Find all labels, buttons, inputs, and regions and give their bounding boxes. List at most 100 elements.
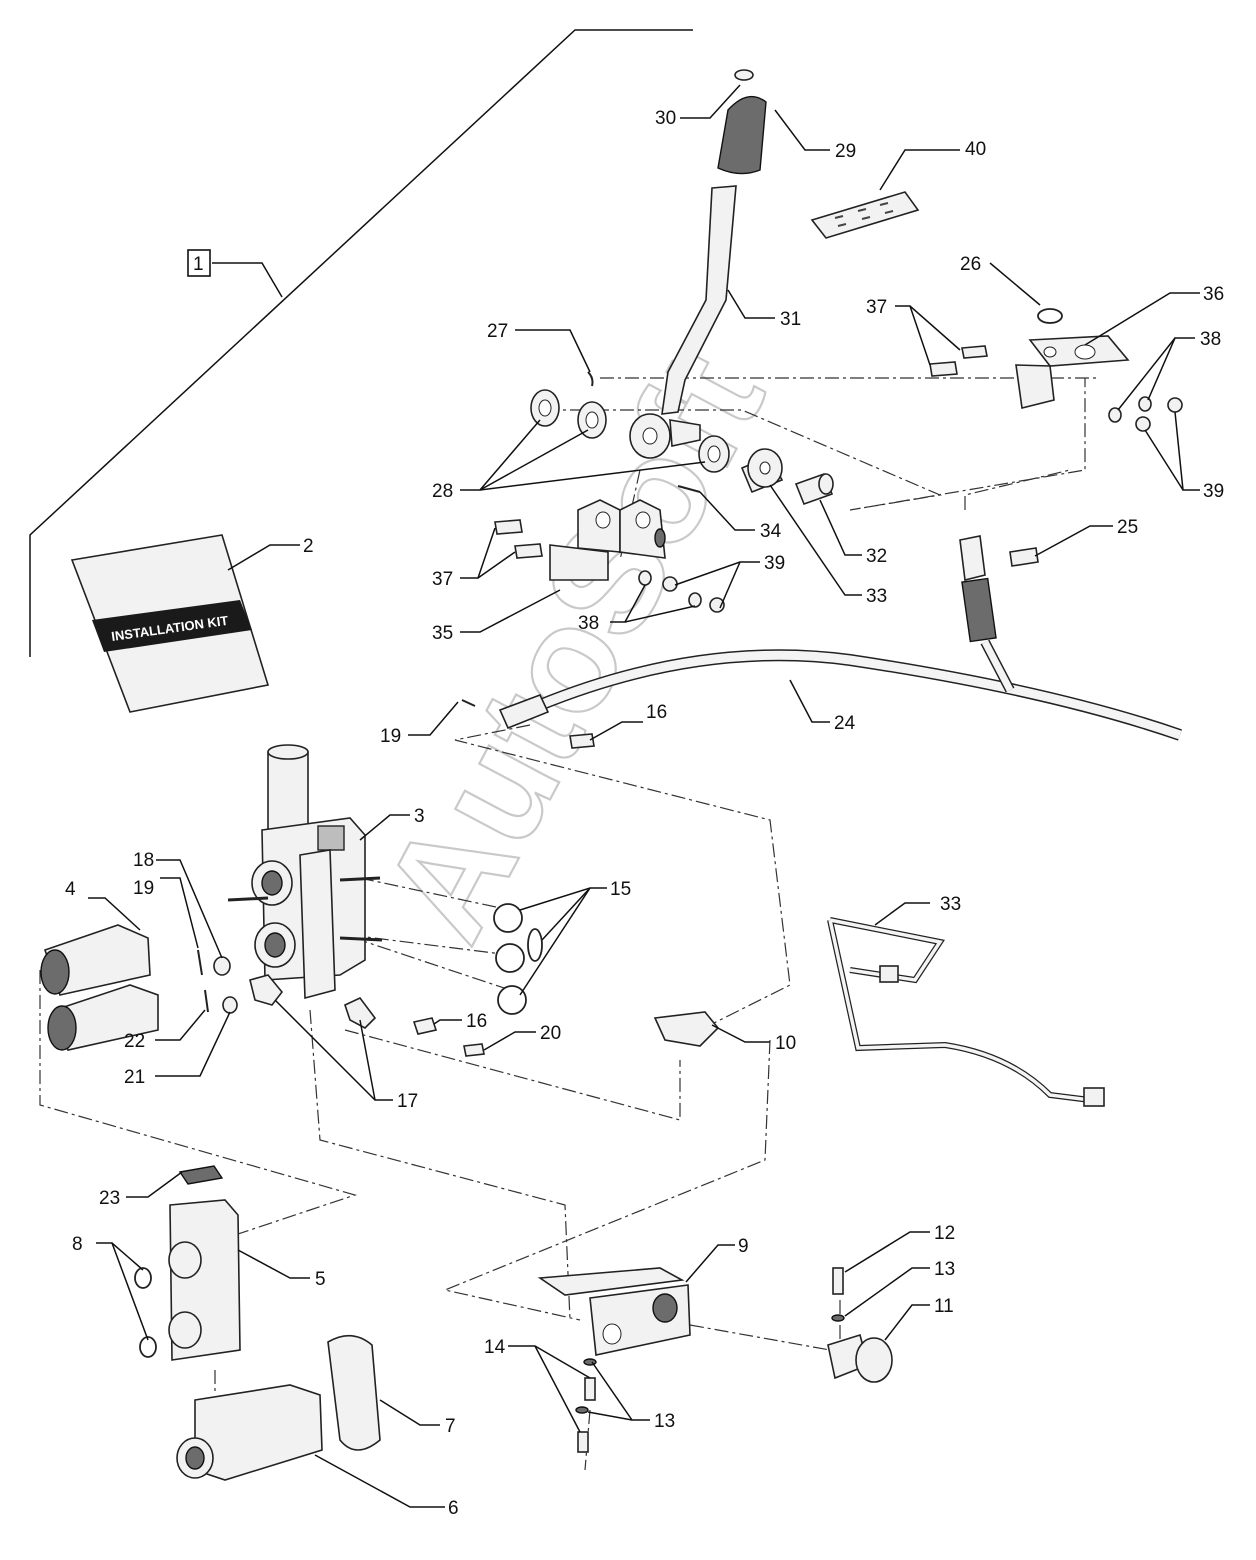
nut-39 bbox=[1135, 416, 1151, 432]
bolt-37 bbox=[961, 345, 988, 359]
ring-26 bbox=[1037, 308, 1063, 324]
leader-17 bbox=[274, 999, 393, 1101]
callout-25: 25 bbox=[1117, 517, 1138, 538]
leader-39b bbox=[1144, 429, 1184, 491]
pin-19 bbox=[461, 699, 476, 707]
washer-bore bbox=[707, 445, 721, 463]
bracket-9-hole bbox=[602, 1323, 622, 1345]
valve-solenoid bbox=[267, 751, 309, 838]
cover-7 bbox=[327, 1334, 381, 1451]
booklet-band bbox=[92, 600, 252, 652]
leader-8 bbox=[96, 1242, 144, 1271]
kit-label: 1 bbox=[193, 254, 204, 275]
assembly-line bbox=[442, 1039, 771, 1321]
link-plates bbox=[249, 974, 485, 1057]
leader-39 bbox=[1174, 411, 1200, 491]
callout-19-lower: 19 bbox=[133, 878, 154, 899]
leader-36 bbox=[1084, 292, 1200, 346]
control-valve bbox=[227, 744, 383, 1000]
leader-37d bbox=[477, 551, 516, 579]
callout-6: 6 bbox=[448, 1498, 459, 1519]
callout-39-upper: 39 bbox=[1203, 481, 1224, 502]
leader-28b bbox=[479, 429, 589, 491]
callout-5: 5 bbox=[315, 1269, 326, 1290]
leader-30 bbox=[680, 84, 741, 119]
screw-14 bbox=[584, 1377, 596, 1401]
leader-13b bbox=[591, 1361, 650, 1421]
callout-3: 3 bbox=[414, 806, 425, 827]
valve-connector bbox=[317, 825, 345, 851]
callout-22: 22 bbox=[124, 1031, 145, 1052]
assembly-line bbox=[545, 378, 1086, 511]
callout-32: 32 bbox=[866, 546, 887, 567]
link-rod-outline bbox=[827, 917, 1091, 1103]
callout-37-upper: 37 bbox=[866, 297, 887, 318]
valve-stud bbox=[339, 876, 381, 882]
leader-17b bbox=[359, 1019, 376, 1101]
leader-35 bbox=[460, 589, 561, 633]
leader-2 bbox=[227, 544, 300, 571]
leader-3 bbox=[359, 814, 410, 841]
lever-knob bbox=[717, 69, 767, 175]
assembly-line bbox=[689, 1324, 831, 1351]
callout-17: 17 bbox=[397, 1091, 418, 1112]
washer-38 bbox=[1138, 396, 1152, 412]
callout-33-lower: 33 bbox=[940, 894, 961, 915]
screw-12 bbox=[832, 1267, 844, 1295]
washer-38 bbox=[1108, 407, 1122, 423]
leader-22 bbox=[155, 1009, 206, 1041]
callout-13-lower: 13 bbox=[654, 1411, 675, 1432]
plate-10 bbox=[653, 1011, 720, 1047]
callout-8: 8 bbox=[72, 1234, 83, 1255]
leader-18 bbox=[156, 859, 223, 959]
cable-clevis-front bbox=[498, 693, 550, 730]
pin-19 bbox=[197, 949, 203, 976]
valve-stud bbox=[339, 936, 383, 942]
leader-39d bbox=[719, 561, 741, 609]
bracket-36-side bbox=[1015, 364, 1055, 409]
leader-34 bbox=[699, 491, 755, 531]
callout-9: 9 bbox=[738, 1236, 749, 1257]
leader-29 bbox=[774, 109, 830, 151]
lever-hub-bore bbox=[642, 427, 658, 445]
assembly-line bbox=[344, 1029, 681, 1121]
pivot-hardware bbox=[530, 371, 834, 506]
callout-13-right: 13 bbox=[934, 1259, 955, 1280]
leader-26 bbox=[989, 262, 1041, 306]
leader-6 bbox=[314, 1454, 445, 1508]
callout-29: 29 bbox=[835, 141, 856, 162]
cable-inner bbox=[538, 650, 1182, 740]
lever-arm bbox=[661, 185, 737, 415]
washer-21 bbox=[222, 996, 238, 1014]
knob-11-face bbox=[855, 1337, 893, 1383]
decal bbox=[810, 191, 920, 239]
leader-33b bbox=[874, 902, 930, 926]
callout-27: 27 bbox=[487, 321, 508, 342]
plate-17 bbox=[249, 974, 284, 1006]
bolt-37 bbox=[494, 519, 523, 535]
decal-mark bbox=[879, 202, 889, 206]
decal-mark bbox=[834, 215, 844, 219]
callout-40: 40 bbox=[965, 139, 986, 160]
callout-labels: 30 29 40 31 26 36 37 38 39 27 28 34 32 3… bbox=[65, 108, 1224, 1519]
leader-5 bbox=[237, 1249, 310, 1279]
washer-38 bbox=[688, 592, 702, 608]
bracket-9-face bbox=[589, 1284, 691, 1356]
bracket-hole bbox=[595, 511, 611, 529]
bushing-bore bbox=[759, 461, 771, 475]
callout-36: 36 bbox=[1203, 284, 1224, 305]
cable-clevis bbox=[959, 535, 986, 581]
callout-31: 31 bbox=[780, 309, 801, 330]
valve-plate bbox=[299, 849, 336, 1000]
callout-2: 2 bbox=[303, 536, 314, 557]
rod-fitting bbox=[1083, 1087, 1105, 1107]
assembly-line bbox=[454, 724, 791, 1031]
callout-34: 34 bbox=[760, 521, 782, 542]
control-cable bbox=[461, 535, 1182, 749]
callout-19-upper: 19 bbox=[380, 726, 401, 747]
cable-bracket bbox=[929, 308, 1183, 432]
callout-12: 12 bbox=[934, 1223, 955, 1244]
o-ring bbox=[493, 903, 523, 933]
callout-18: 18 bbox=[133, 850, 154, 871]
valve-section bbox=[134, 1165, 381, 1481]
